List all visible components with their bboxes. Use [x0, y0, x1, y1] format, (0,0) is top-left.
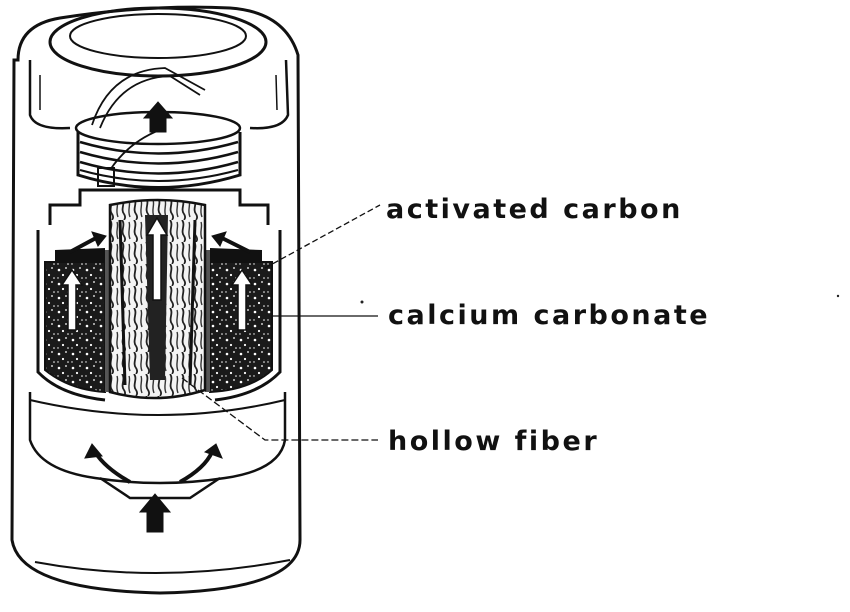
top-lid	[28, 6, 290, 130]
leader-hollow-fiber	[181, 377, 378, 441]
leader-activated-carbon	[264, 204, 381, 269]
print-specks	[360, 294, 840, 304]
label-activated-carbon: activated carbon	[386, 194, 683, 225]
label-calcium-carbonate: calcium carbonate	[388, 300, 711, 331]
outer-housing	[10, 5, 302, 595]
leader-lines	[181, 204, 381, 441]
inner-chamber	[28, 188, 287, 500]
label-hollow-fiber: hollow fiber	[388, 426, 600, 457]
carry-strap	[91, 67, 206, 171]
flow-arrows	[60, 101, 254, 533]
